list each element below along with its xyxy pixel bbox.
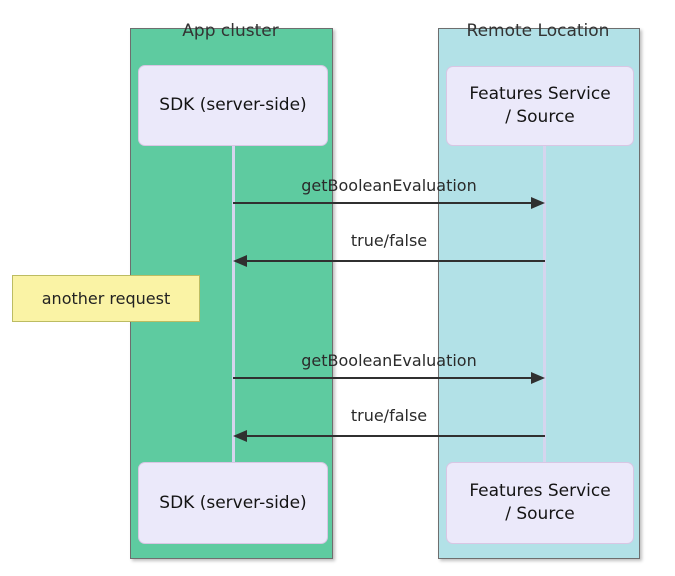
message-arrow-left-1 xyxy=(233,255,545,267)
message-label-true-false-2: true/false xyxy=(350,406,428,425)
message-arrow-right-2 xyxy=(233,372,545,384)
arrow-line xyxy=(243,260,545,262)
lifeline-features-service xyxy=(543,145,546,462)
group-title-app-cluster: App cluster xyxy=(182,21,279,41)
arrowhead-left-icon xyxy=(233,430,247,442)
message-arrow-left-2 xyxy=(233,430,545,442)
note-another-request: another request xyxy=(12,275,200,322)
message-arrow-right-1 xyxy=(233,197,545,209)
arrowhead-right-icon xyxy=(531,197,545,209)
message-label-get-boolean-evaluation-2: getBooleanEvaluation xyxy=(301,351,477,370)
participant-sdk-bottom: SDK (server-side) xyxy=(138,462,328,544)
arrow-line xyxy=(233,377,535,379)
arrowhead-left-icon xyxy=(233,255,247,267)
group-title-remote-location: Remote Location xyxy=(466,21,610,41)
message-label-true-false-1: true/false xyxy=(350,231,428,250)
participant-features-bottom: Features Service / Source xyxy=(446,462,634,544)
arrow-line xyxy=(243,435,545,437)
arrow-line xyxy=(233,202,535,204)
participant-features-top: Features Service / Source xyxy=(446,66,634,146)
message-label-get-boolean-evaluation-1: getBooleanEvaluation xyxy=(301,176,477,195)
participant-sdk-top: SDK (server-side) xyxy=(138,65,328,146)
arrowhead-right-icon xyxy=(531,372,545,384)
lifeline-sdk xyxy=(232,145,235,462)
